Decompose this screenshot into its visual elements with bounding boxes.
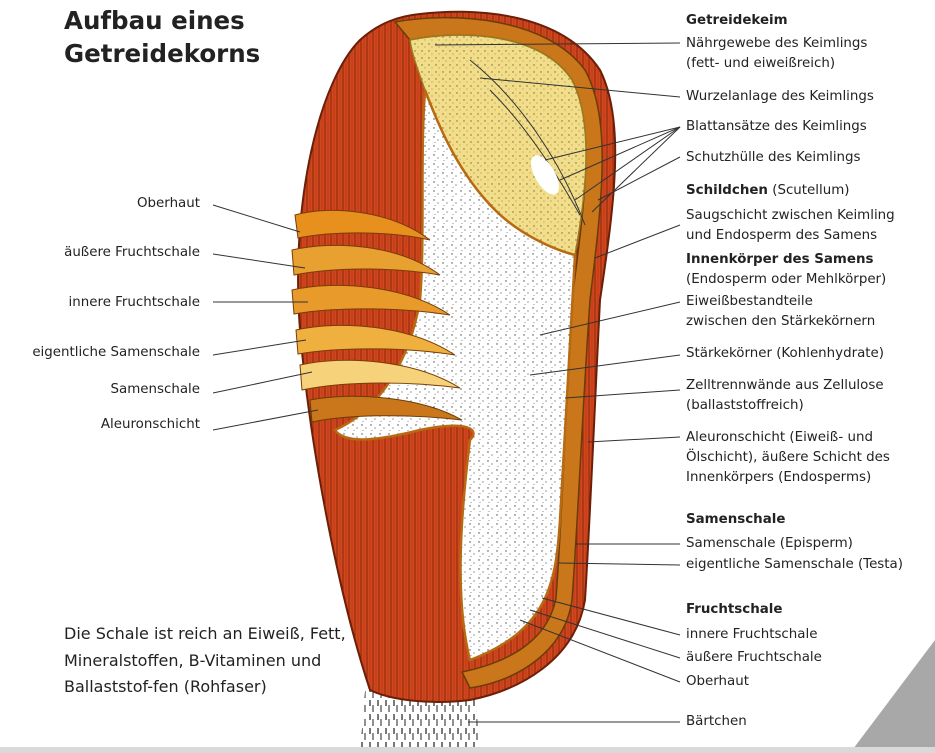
label-saugschicht-1: Saugschicht zwischen Keimling xyxy=(686,206,895,225)
label-saugschicht-2: und Endosperm des Samens xyxy=(686,226,877,245)
label-naehrgewebe-2: (fett- und eiweißreich) xyxy=(686,54,835,73)
corner-decoration xyxy=(850,640,935,753)
bottom-bar xyxy=(0,747,935,753)
label-wurzelanlage: Wurzelanlage des Keimlings xyxy=(686,87,874,106)
label-zelltrennwaende-1: Zelltrennwände aus Zellulose xyxy=(686,376,884,395)
label-schildchen: Schildchen (Scutellum) xyxy=(686,181,849,200)
label-aeussere-fruchtschale-right: äußere Fruchtschale xyxy=(686,648,822,667)
label-blattansaetze: Blattansätze des Keimlings xyxy=(686,117,867,136)
nutrition-note: Die Schale ist reich an Eiweiß, Fett, Mi… xyxy=(64,621,364,701)
label-samenschale-left: Samenschale xyxy=(111,380,200,399)
label-innere-fruchtschale-left: innere Fruchtschale xyxy=(69,293,200,312)
label-eigentliche-samenschale-left: eigentliche Samenschale xyxy=(32,343,200,362)
label-naehrgewebe-1: Nährgewebe des Keimlings xyxy=(686,34,867,53)
heading-getreidekeim: Getreidekeim xyxy=(686,11,788,30)
label-aleuron-2: Ölschicht), äußere Schicht des xyxy=(686,448,890,467)
heading-samenschale: Samenschale xyxy=(686,510,785,529)
heading-fruchtschale: Fruchtschale xyxy=(686,600,782,619)
label-aleuron-1: Aleuronschicht (Eiweiß- und xyxy=(686,428,873,447)
label-eiweiss-2: zwischen den Stärkekörnern xyxy=(686,312,875,331)
label-zelltrennwaende-2: (ballaststoffreich) xyxy=(686,396,804,415)
label-aleuronschicht-left: Aleuronschicht xyxy=(101,415,200,434)
label-eiweiss-1: Eiweißbestandteile xyxy=(686,292,813,311)
label-schutzhuelle: Schutzhülle des Keimlings xyxy=(686,148,861,167)
heading-innenkoerper: Innenkörper des Samens xyxy=(686,250,873,269)
label-oberhaut-left: Oberhaut xyxy=(137,194,200,213)
label-baertchen: Bärtchen xyxy=(686,712,747,731)
label-aleuron-3: Innenkörpers (Endosperms) xyxy=(686,468,871,487)
label-innenkoerper-2: (Endosperm oder Mehlkörper) xyxy=(686,270,886,289)
label-innere-fruchtschale-right: innere Fruchtschale xyxy=(686,625,817,644)
label-aeussere-fruchtschale-left: äußere Fruchtschale xyxy=(64,243,200,262)
label-staerkekoerner: Stärkekörner (Kohlenhydrate) xyxy=(686,344,884,363)
label-oberhaut-right: Oberhaut xyxy=(686,672,749,691)
label-episperm: Samenschale (Episperm) xyxy=(686,534,853,553)
label-testa: eigentliche Samenschale (Testa) xyxy=(686,555,903,574)
